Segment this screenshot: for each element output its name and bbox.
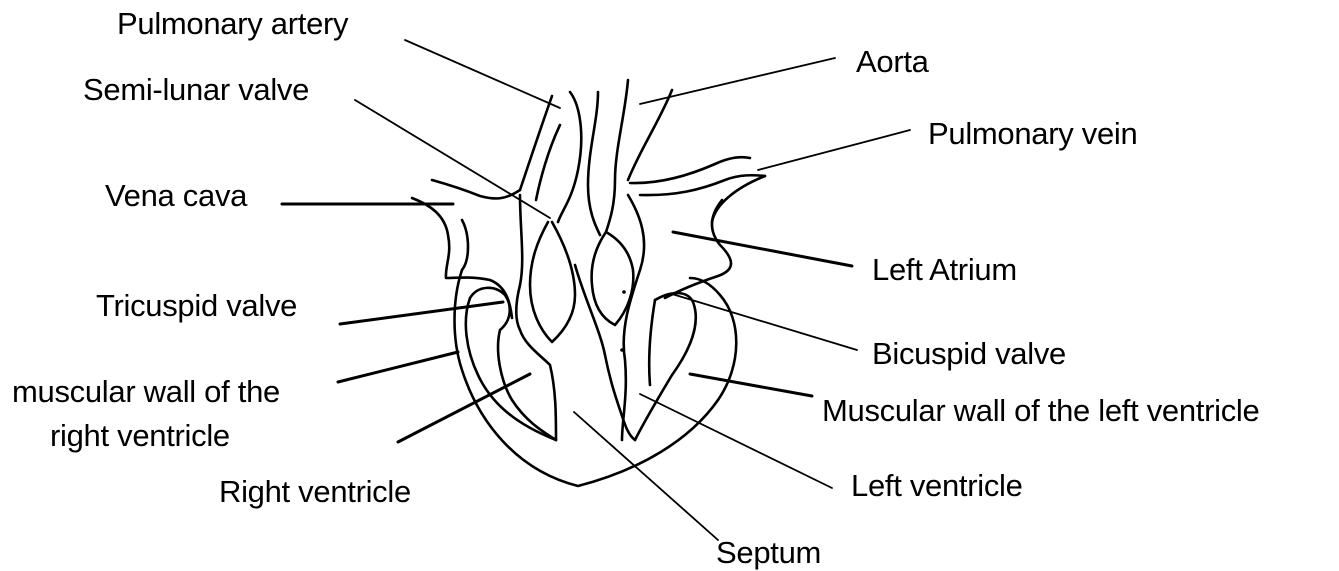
vena-cava-upper [432,180,520,198]
leader-septum [574,412,718,540]
left-atrium-wall [665,200,731,298]
label-left-ventricle: Left ventricle [851,468,1023,504]
label-semi-lunar-valve: Semi-lunar valve [83,72,309,108]
right-ventricle-inner-left [466,298,556,440]
pulmonary-vein-upper [630,157,750,183]
label-aorta: Aorta [856,44,929,80]
pulmonary-artery-wall-right [558,92,581,222]
aorta-arch-right [628,90,672,180]
right-atrium-inner [462,220,468,270]
left-ventricle-inner-2 [649,300,655,385]
dot-mark [622,290,626,294]
dot-mark [620,348,624,352]
label-pulmonary-artery: Pulmonary artery [117,6,348,42]
label-muscular-wall-right-line1: muscular wall of the [12,374,280,410]
central-left-valve [530,222,575,342]
leader-left-atrium [673,232,852,266]
leader-pulmonary-vein [758,130,910,170]
right-atrium-wall [412,198,512,318]
left-ventricle-inner [635,293,696,440]
aorta-wall-right [606,80,628,232]
pulmonary-artery-mid [536,125,560,200]
leader-muscular-wall-right [338,352,458,382]
leader-bicuspid-valve [672,294,857,350]
leader-left-ventricle [640,394,832,488]
leader-semi-lunar-valve [355,100,550,218]
leader-muscular-wall-left [690,374,812,396]
label-bicuspid-valve: Bicuspid valve [872,336,1066,372]
leader-right-ventricle [398,374,530,442]
aorta-wall-left [588,92,600,235]
septum-right-wall [575,265,635,440]
label-pulmonary-vein: Pulmonary vein [928,116,1137,152]
label-vena-cava: Vena cava [105,178,247,214]
label-muscular-wall-left: Muscular wall of the left ventricle [822,393,1259,429]
label-tricuspid-valve: Tricuspid valve [96,288,297,324]
label-muscular-wall-right-line2: right ventricle [50,418,230,454]
label-septum: Septum [716,535,821,571]
pulmonary-artery-wall-left [520,96,552,190]
leader-tricuspid-valve [340,302,503,324]
leader-pulmonary-artery [405,40,560,108]
central-right-lumen [622,195,644,440]
label-right-ventricle: Right ventricle [219,474,411,510]
leader-aorta [640,58,835,104]
label-left-atrium: Left Atrium [872,252,1017,288]
